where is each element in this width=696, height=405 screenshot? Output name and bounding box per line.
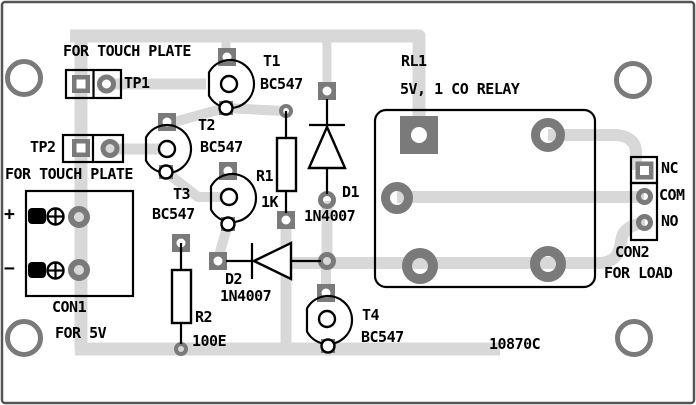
mounting-hole-top-right xyxy=(614,61,652,99)
t2-part: BC547 xyxy=(200,138,243,156)
con2-caption: FOR LOAD xyxy=(604,264,673,282)
copper-traces xyxy=(70,29,646,356)
t2-ref: T2 xyxy=(198,116,216,134)
t4-ref: T4 xyxy=(362,306,380,324)
t3-ref: T3 xyxy=(173,185,191,203)
d2-part: 1N4007 xyxy=(220,287,272,305)
mounting-holes xyxy=(5,59,653,357)
r1-value: 1K xyxy=(261,193,279,211)
con1-outline xyxy=(24,189,135,298)
d1-ref: D1 xyxy=(342,183,360,201)
t1-part: BC547 xyxy=(260,75,303,93)
t2-package-outline xyxy=(144,123,193,175)
mounting-hole-top-left xyxy=(5,59,43,97)
polarity-pad-icon xyxy=(46,207,65,226)
rl1-ref: RL1 xyxy=(401,52,427,70)
con2-pin-nc: NC xyxy=(661,159,679,177)
rl1-spec: 5V, 1 CO RELAY xyxy=(400,80,520,98)
con1-plus-terminal xyxy=(28,208,46,224)
t3-part: BC547 xyxy=(152,205,195,223)
tp1-header-outline xyxy=(64,68,123,100)
tp2-caption: FOR TOUCH PLATE xyxy=(5,165,133,183)
d1-part: 1N4007 xyxy=(304,207,356,225)
con2-pin-com: COM xyxy=(659,186,685,204)
con1-minus-label: − xyxy=(4,258,15,279)
con1-minus-terminal xyxy=(28,262,46,278)
mounting-hole-bottom-right xyxy=(615,319,653,357)
silkscreen xyxy=(24,58,659,354)
con2-outline xyxy=(629,155,659,242)
polarity-pad-icon xyxy=(46,261,65,280)
tp1-caption: FOR TOUCH PLATE xyxy=(63,42,191,60)
board-marking: 10870C xyxy=(489,335,541,353)
con1-caption: FOR 5V xyxy=(55,324,107,342)
d2-ref: D2 xyxy=(225,270,243,288)
r2-value: 100E xyxy=(192,332,227,350)
r2-outline xyxy=(170,243,193,344)
d2-outline xyxy=(226,241,321,281)
con2-label: CON2 xyxy=(615,243,650,261)
con1-plus-label: + xyxy=(4,204,15,225)
tp2-label: TP2 xyxy=(30,138,56,156)
tp2-header-outline xyxy=(61,133,125,164)
t1-ref: T1 xyxy=(263,52,281,70)
con1-label: CON1 xyxy=(52,298,87,316)
tp1-label: TP1 xyxy=(124,74,150,92)
mounting-hole-bottom-left xyxy=(5,319,43,357)
r2-ref: R2 xyxy=(195,308,213,326)
rl1-relay-outline xyxy=(373,108,597,289)
r1-ref: R1 xyxy=(256,167,274,185)
t4-package-outline xyxy=(305,294,354,346)
d1-outline xyxy=(307,99,347,194)
r1-outline xyxy=(275,111,298,213)
con2-pin-no: NO xyxy=(661,212,679,230)
t4-part: BC547 xyxy=(361,328,404,346)
